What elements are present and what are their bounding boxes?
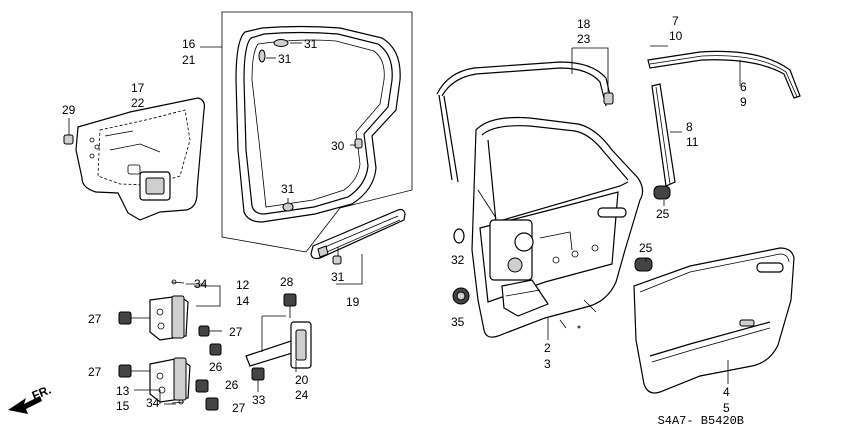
callout: 26 bbox=[209, 360, 223, 374]
callout: 22 bbox=[131, 96, 145, 110]
callout: 19 bbox=[346, 295, 360, 309]
bolt-27-lower-left[interactable] bbox=[118, 364, 132, 378]
callout: 31 bbox=[281, 182, 295, 196]
bolt-26-upper[interactable] bbox=[209, 343, 222, 356]
callout: 26 bbox=[225, 378, 239, 392]
front-direction-indicator: FR. bbox=[8, 383, 53, 414]
clip-18-23[interactable] bbox=[603, 92, 614, 105]
door-skin-group bbox=[633, 247, 795, 394]
callout: 27 bbox=[232, 401, 246, 415]
door-sash-molding[interactable] bbox=[436, 61, 613, 105]
bolt-27-lower-right[interactable] bbox=[205, 397, 219, 411]
callout: 13 bbox=[116, 384, 130, 398]
bolt-33[interactable] bbox=[251, 367, 265, 381]
clip-30[interactable] bbox=[354, 138, 363, 149]
callout: 34 bbox=[146, 396, 160, 410]
door-sill-seal[interactable] bbox=[310, 208, 406, 260]
callout: 27 bbox=[88, 312, 102, 326]
door-lining-sheet[interactable] bbox=[75, 97, 205, 221]
grommets bbox=[452, 185, 671, 305]
clip-31-lower[interactable] bbox=[282, 202, 294, 212]
front-direction-label: FR. bbox=[30, 383, 53, 403]
grommet-25-upper[interactable] bbox=[653, 185, 671, 200]
callout-labels: 16 21 31 31 30 31 31 19 17 22 29 18 23 7… bbox=[62, 14, 747, 415]
callout: 34 bbox=[194, 277, 208, 291]
callout: 4 bbox=[723, 385, 730, 399]
callout: 31 bbox=[278, 52, 292, 66]
callout: 8 bbox=[686, 120, 693, 134]
rear-door-skin[interactable] bbox=[633, 247, 795, 394]
callout: 15 bbox=[116, 399, 130, 413]
callout: 30 bbox=[331, 139, 345, 153]
callout: 23 bbox=[577, 32, 591, 46]
clip-31-top[interactable] bbox=[273, 39, 289, 47]
callout: 20 bbox=[295, 373, 309, 387]
bolt-27-middle[interactable] bbox=[198, 325, 210, 337]
callout: 35 bbox=[451, 315, 465, 329]
callout: 2 bbox=[544, 341, 551, 355]
grommet-25-lower[interactable] bbox=[634, 257, 653, 272]
clip-34-lower[interactable] bbox=[171, 401, 185, 404]
callout: 17 bbox=[131, 81, 145, 95]
weatherstrip-frame-box bbox=[221, 11, 413, 253]
callout: 25 bbox=[639, 241, 653, 255]
callout: 31 bbox=[304, 37, 318, 51]
callout: 11 bbox=[686, 135, 699, 149]
bolt-28[interactable] bbox=[283, 293, 297, 307]
sill-seal-group bbox=[310, 208, 406, 265]
door-lining-group bbox=[63, 97, 205, 221]
callout: 28 bbox=[280, 275, 294, 289]
callout: 31 bbox=[331, 270, 345, 284]
callout: 12 bbox=[236, 278, 250, 292]
clip-31-upper[interactable] bbox=[258, 49, 266, 63]
rear-door-frame[interactable] bbox=[471, 116, 644, 338]
callout: 7 bbox=[672, 14, 679, 28]
callout: 25 bbox=[656, 207, 670, 221]
bolt-26-lower[interactable] bbox=[195, 379, 209, 393]
leader-lines bbox=[134, 42, 741, 405]
callout: 9 bbox=[740, 95, 747, 109]
clip-31-sill[interactable] bbox=[332, 255, 342, 265]
callout: 3 bbox=[544, 357, 551, 371]
callout: 24 bbox=[295, 388, 309, 402]
plug-32[interactable] bbox=[453, 228, 465, 244]
clip-34-upper[interactable] bbox=[171, 281, 185, 284]
callout: 16 bbox=[182, 37, 196, 51]
bolt-27-upper[interactable] bbox=[118, 311, 132, 325]
sash-molding-group bbox=[436, 61, 614, 183]
upper-frame-molding[interactable] bbox=[647, 50, 801, 99]
callout: 32 bbox=[451, 253, 465, 267]
callout: 27 bbox=[88, 365, 102, 379]
frame-molding-group bbox=[647, 50, 801, 187]
clip-29[interactable] bbox=[63, 134, 74, 145]
callout: 14 bbox=[236, 294, 250, 308]
callout: 27 bbox=[229, 325, 243, 339]
callout: 6 bbox=[740, 80, 747, 94]
callout: 33 bbox=[252, 393, 266, 407]
door-weatherstrip[interactable] bbox=[235, 25, 401, 223]
callout: 21 bbox=[182, 53, 196, 67]
callout: 10 bbox=[669, 29, 683, 43]
center-pillar-molding[interactable] bbox=[651, 83, 676, 187]
diagram-code: S4A7- B5420B bbox=[658, 414, 744, 428]
hinge-group bbox=[149, 279, 191, 405]
checker-group bbox=[245, 315, 312, 369]
callout: 29 bbox=[62, 103, 76, 117]
door-frame-panel-group bbox=[471, 116, 644, 338]
callout: 18 bbox=[577, 17, 591, 31]
front-arrow-icon bbox=[8, 396, 42, 414]
callout: 5 bbox=[723, 401, 730, 415]
bolt-group bbox=[118, 293, 297, 411]
